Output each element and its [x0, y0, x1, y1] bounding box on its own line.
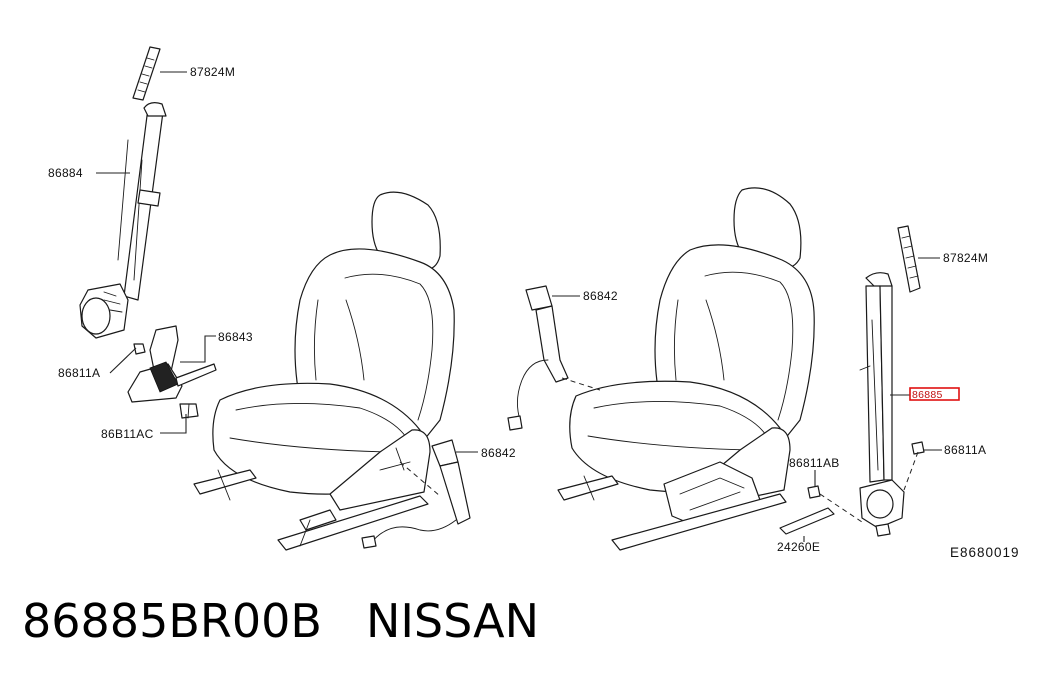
callout-86811a-left: 86811A	[58, 366, 100, 380]
highlight-box	[909, 387, 960, 401]
callout-86842-left: 86842	[481, 446, 516, 460]
callout-86843: 86843	[218, 330, 253, 344]
callout-87824m-right: 87824M	[943, 251, 988, 265]
part-number: 86885BR00B	[22, 594, 322, 648]
callout-87824m-left: 87824M	[190, 65, 235, 79]
callout-86884: 86884	[48, 166, 83, 180]
right-seat	[507, 187, 815, 551]
left-leader-lines	[96, 71, 216, 434]
callout-24260e: 24260E	[777, 540, 820, 554]
right-seatbelt-assembly	[779, 225, 925, 537]
callout-86842-right: 86842	[583, 289, 618, 303]
callout-86811a-right: 86811A	[944, 443, 986, 457]
brand-name: NISSAN	[365, 594, 540, 648]
callout-86885-highlighted[interactable]: 86885	[912, 389, 943, 401]
left-seatbelt-assembly	[79, 46, 217, 419]
diagram-reference-code: E8680019	[950, 545, 1020, 560]
right-assembly-dash-2	[903, 451, 919, 491]
callout-86811ab: 86811AB	[789, 456, 840, 470]
right-seat-dash	[561, 377, 601, 391]
callout-86b11ac: 86B11AC	[101, 427, 154, 441]
left-seat	[193, 191, 471, 551]
right-leader-lines	[803, 257, 942, 542]
